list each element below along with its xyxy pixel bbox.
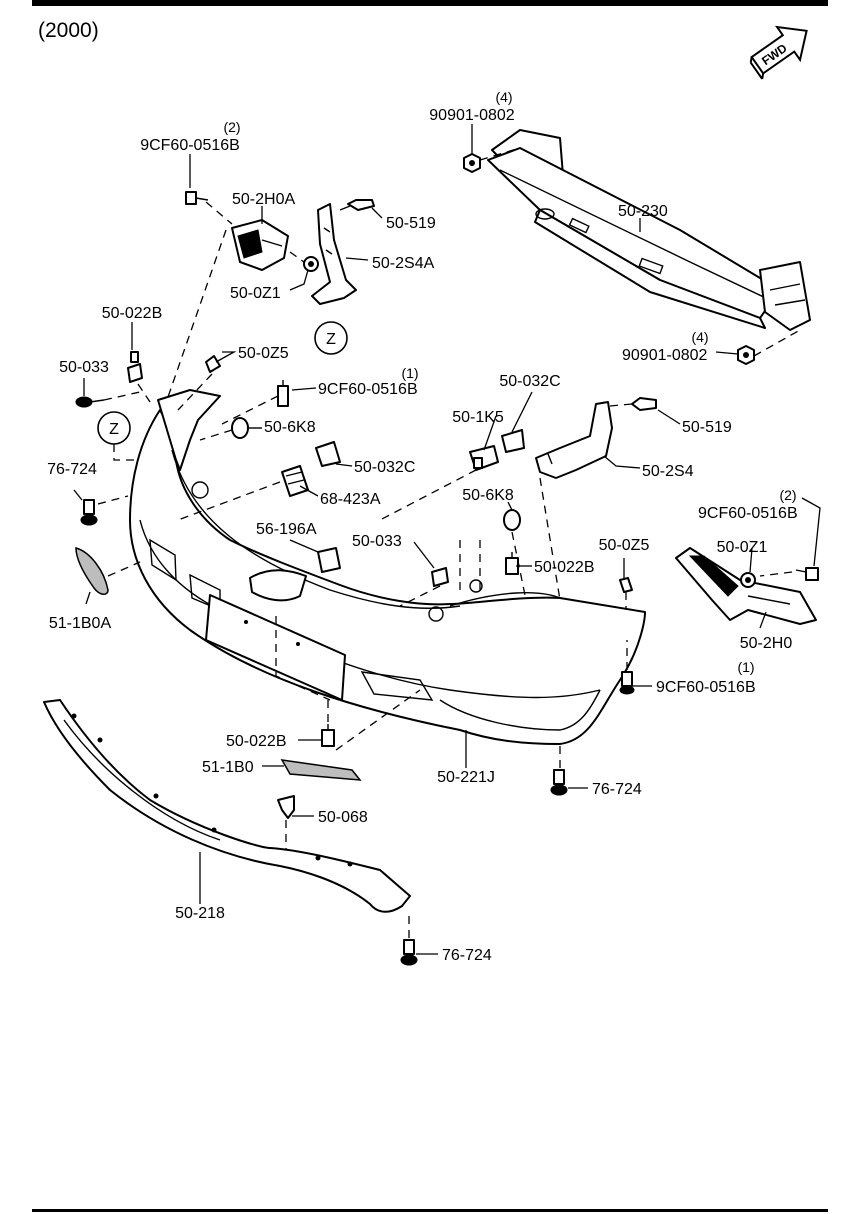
- zone-z-mid: Z: [97, 411, 131, 445]
- bolt-left-qty: (2): [223, 119, 240, 135]
- bottom-rule: [32, 1209, 828, 1212]
- stay-right-label: 50-2S4: [642, 463, 694, 480]
- fastener-033-mid-label: 50-033: [352, 533, 402, 550]
- bracket-right-label: 50-2H0: [740, 635, 793, 652]
- nut-top-qty: (4): [495, 89, 512, 105]
- stud-left: [339, 199, 375, 211]
- fastener-022b-left-label: 50-022B: [102, 305, 163, 322]
- bracket-left-label: 50-2H0A: [232, 191, 295, 208]
- pin-low-label: 76-724: [442, 947, 492, 964]
- clip-068-label: 50-068: [318, 809, 368, 826]
- clip-0z1-right: [740, 572, 756, 588]
- nut-right-label: 90901-0802: [622, 347, 708, 364]
- fastener-0z5-right: [619, 577, 633, 593]
- grommet-6k8-mid-label: 50-6K8: [462, 487, 514, 504]
- clip-left-label: 50-0Z1: [230, 285, 281, 302]
- zone-z-mid-label: Z: [109, 421, 119, 438]
- fastener-022b-low: [321, 724, 335, 747]
- nut-032c-right-label: 50-032C: [499, 373, 560, 390]
- rivet-1k5-label: 50-1K5: [452, 409, 504, 426]
- fastener-033-left-label: 50-033: [59, 359, 109, 376]
- fastener-033-left: [75, 396, 105, 408]
- reflector-left: [75, 547, 109, 595]
- nut-top: [463, 153, 481, 173]
- pin-mid-label: 76-724: [592, 781, 642, 798]
- grommet-6k8-mid: [503, 509, 521, 531]
- bumper-reinforcement: [487, 129, 811, 331]
- reflector-right-label: 51-1B0: [202, 759, 254, 776]
- fastener-0z5-right-label: 50-0Z5: [599, 537, 650, 554]
- bolt-left: [185, 191, 209, 205]
- stud-right-label: 50-519: [682, 419, 732, 436]
- fwd-arrow-icon: FWD: [749, 25, 808, 80]
- zone-z-left-label: Z: [326, 331, 336, 348]
- top-rule: [32, 0, 828, 6]
- bolt-mid-qty: (1): [401, 365, 418, 381]
- nut-right-qty: (4): [691, 329, 708, 345]
- clip-423a-label: 68-423A: [320, 491, 381, 508]
- lower-skirt: [43, 699, 411, 913]
- clip-068: [277, 795, 295, 819]
- pin-low: [400, 939, 418, 966]
- fastener-0z5-left-label: 50-0Z5: [238, 345, 289, 362]
- reflector-left-label: 51-1B0A: [49, 615, 112, 632]
- skirt-label: 50-218: [175, 905, 225, 922]
- bolt-mid-label: 9CF60-0516B: [318, 381, 418, 398]
- year-label: (2000): [38, 19, 99, 42]
- reinforcement-label: 50-230: [618, 203, 668, 220]
- bolt-lower-qty: (1): [737, 659, 754, 675]
- clip-right-label: 50-0Z1: [717, 539, 768, 556]
- stud-right: [631, 397, 657, 411]
- stud-left-label: 50-519: [386, 215, 436, 232]
- grommet-6k8-left-label: 50-6K8: [264, 419, 316, 436]
- fastener-022b-mid: [505, 552, 519, 575]
- fastener-0z5-left: [205, 355, 221, 373]
- reflector-right: [280, 759, 362, 781]
- pin-left: [80, 499, 98, 526]
- emblem: [317, 547, 341, 573]
- bolt-mid: [277, 380, 289, 407]
- fastener-022b-low-label: 50-022B: [226, 733, 287, 750]
- clip-0z1-left: [303, 256, 319, 272]
- zone-z-left: Z: [314, 321, 348, 355]
- nut-top-label: 90901-0802: [429, 107, 515, 124]
- stay-left: [311, 203, 357, 305]
- bolt-lower: [619, 671, 635, 695]
- pin-mid: [550, 769, 568, 796]
- stay-right: [535, 401, 613, 479]
- stay-left-label: 50-2S4A: [372, 255, 435, 272]
- clip-423a: [281, 465, 309, 497]
- pin-left-label: 76-724: [47, 461, 97, 478]
- nut-032c-right: [501, 429, 525, 453]
- bracket-left: [231, 219, 289, 271]
- bumper-label: 50-221J: [437, 769, 495, 786]
- grommet-6k8-left: [231, 417, 262, 439]
- bolt-left-label: 9CF60-0516B: [140, 137, 240, 154]
- nut-032c-left: [315, 441, 341, 467]
- fastener-033-mid: [431, 567, 449, 587]
- nut-032c-left-label: 50-032C: [354, 459, 415, 476]
- fastener-022b-left: [127, 351, 143, 383]
- bolt-right: [795, 567, 819, 581]
- rivet-1k5: [469, 445, 499, 471]
- fastener-022b-mid-label: 50-022B: [534, 559, 595, 576]
- bolt-lower-label: 9CF60-0516B: [656, 679, 756, 696]
- nut-right: [737, 345, 755, 365]
- bolt-right-label: 9CF60-0516B: [698, 505, 798, 522]
- bolt-right-qty: (2): [779, 487, 796, 503]
- emblem-label: 56-196A: [256, 521, 317, 538]
